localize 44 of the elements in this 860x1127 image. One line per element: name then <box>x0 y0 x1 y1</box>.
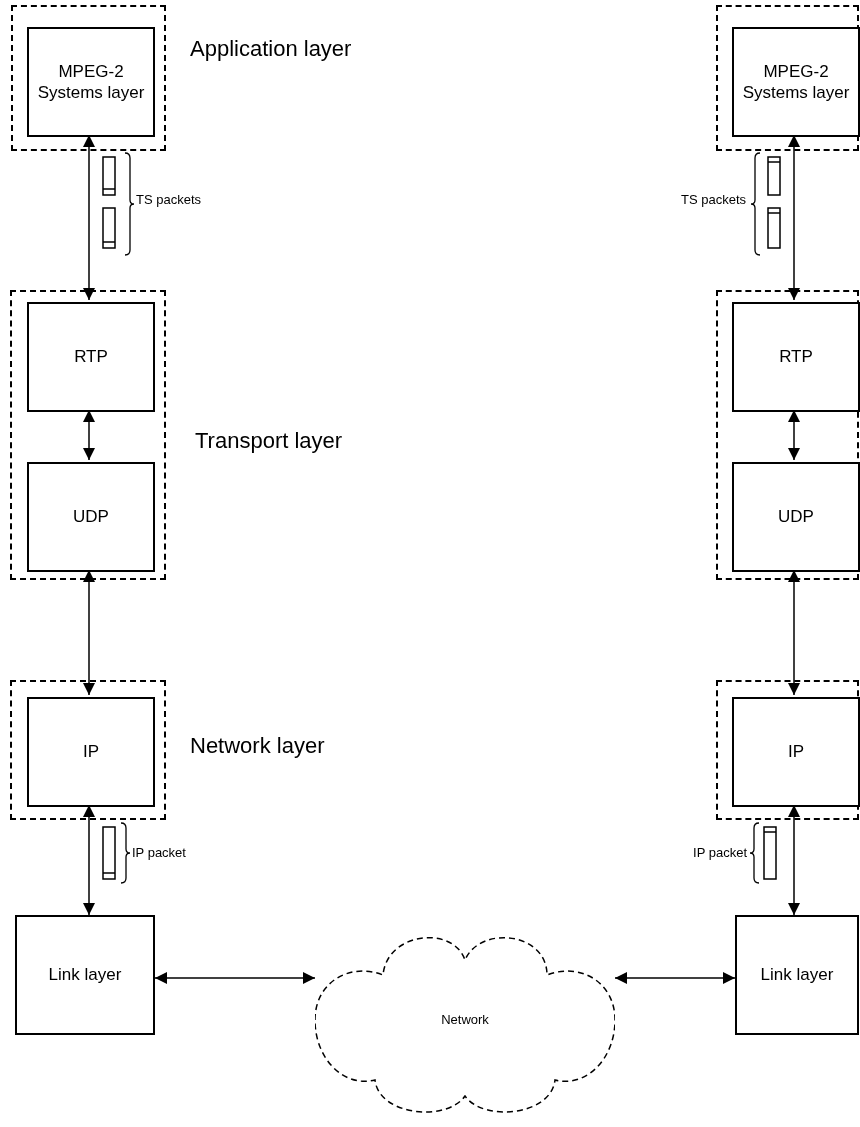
layer-label: TS packets <box>136 193 202 206</box>
node-label: Network <box>440 1011 490 1029</box>
arrow <box>83 569 95 696</box>
protocol-box <box>27 697 155 807</box>
layer-group-box <box>10 680 166 820</box>
protocol-box <box>27 27 155 137</box>
protocol-box <box>27 302 155 412</box>
protocol-box <box>732 462 860 572</box>
layer-group-box <box>10 290 166 580</box>
layer-group-box <box>716 5 859 151</box>
node-label: RTP <box>778 346 814 368</box>
layer-label: Application layer <box>190 38 352 60</box>
arrow <box>83 804 95 916</box>
protocol-box <box>735 915 859 1035</box>
layer-group-box <box>716 290 859 580</box>
arrow <box>83 409 95 461</box>
node-label: UDP <box>777 506 815 528</box>
layer-label: IP packet <box>132 846 186 859</box>
arrow <box>788 409 800 461</box>
protocol-box <box>732 27 860 137</box>
layer-label: Network layer <box>190 735 325 757</box>
node-label: Link layer <box>759 964 835 986</box>
arrow <box>788 134 800 301</box>
node-label: RTP <box>73 346 109 368</box>
node-label: IP <box>786 741 806 763</box>
layer-label: TS packets <box>680 193 746 206</box>
layer-group-box <box>716 680 859 820</box>
protocol-box <box>27 462 155 572</box>
protocol-box <box>732 302 860 412</box>
arrow <box>614 972 736 984</box>
layer-label: Transport layer <box>195 430 343 452</box>
arrow <box>788 569 800 696</box>
arrow <box>154 972 316 984</box>
layer-label: IP packet <box>693 846 747 859</box>
protocol-box <box>732 697 860 807</box>
node-label: MPEG-2 Systems layer <box>741 60 851 104</box>
arrow <box>83 134 95 301</box>
node-label: IP <box>81 741 101 763</box>
node-label: UDP <box>72 506 110 528</box>
node-label: MPEG-2 Systems layer <box>36 60 146 104</box>
layer-group-box <box>11 5 166 151</box>
node-label: Link layer <box>47 964 123 986</box>
protocol-box <box>15 915 155 1035</box>
arrow <box>788 804 800 916</box>
